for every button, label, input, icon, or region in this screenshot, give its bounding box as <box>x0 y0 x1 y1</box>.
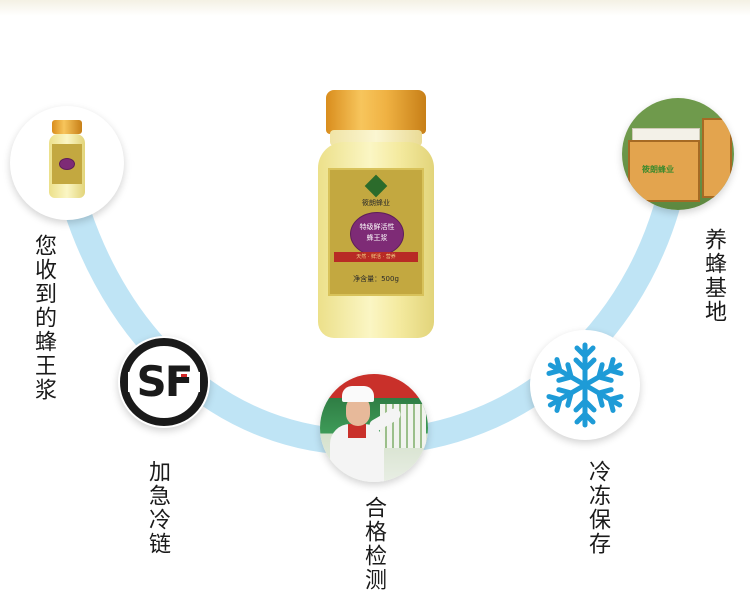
step-courier-circle: SF <box>118 336 210 428</box>
beehive-brand-text: 筱朗蜂业 <box>642 165 674 174</box>
sf-logo-icon <box>120 338 208 426</box>
sf-logo-text: SF <box>136 357 194 406</box>
jar-net-content: 净含量：500g <box>353 275 399 283</box>
snowflake-icon <box>530 342 640 440</box>
jar-label: 筱朗蜂业 特级鲜活性 蜂王浆 天然 · 鲜活 · 营养 净含量：500g <box>328 168 424 296</box>
step-frozen-circle <box>530 330 640 440</box>
jar-brand: 筱朗蜂业 <box>362 199 390 207</box>
step-received-label: 您收到的蜂王浆 <box>31 234 56 402</box>
product-jar: 筱朗蜂业 特级鲜活性 蜂王浆 天然 · 鲜活 · 营养 净含量：500g <box>318 90 434 340</box>
step-courier-label: 加急冷链 <box>145 460 170 556</box>
beehive <box>628 140 700 202</box>
step-frozen-label: 冷冻保存 <box>585 460 610 556</box>
step-apiary-label: 养蜂基地 <box>701 228 726 324</box>
jar-ribbon: 天然 · 鲜活 · 营养 <box>334 252 418 262</box>
step-received-circle <box>10 106 124 220</box>
small-jar-image <box>49 120 85 200</box>
top-strip <box>0 0 750 16</box>
beehive <box>702 118 732 198</box>
jar-lid <box>326 90 426 134</box>
step-inspection-label: 合格检测 <box>361 496 386 592</box>
step-apiary-circle: 筱朗蜂业 <box>622 98 734 210</box>
jar-medal: 特级鲜活性 蜂王浆 <box>350 212 404 256</box>
bee-logo-icon <box>364 174 388 198</box>
step-inspection-circle <box>320 374 428 482</box>
